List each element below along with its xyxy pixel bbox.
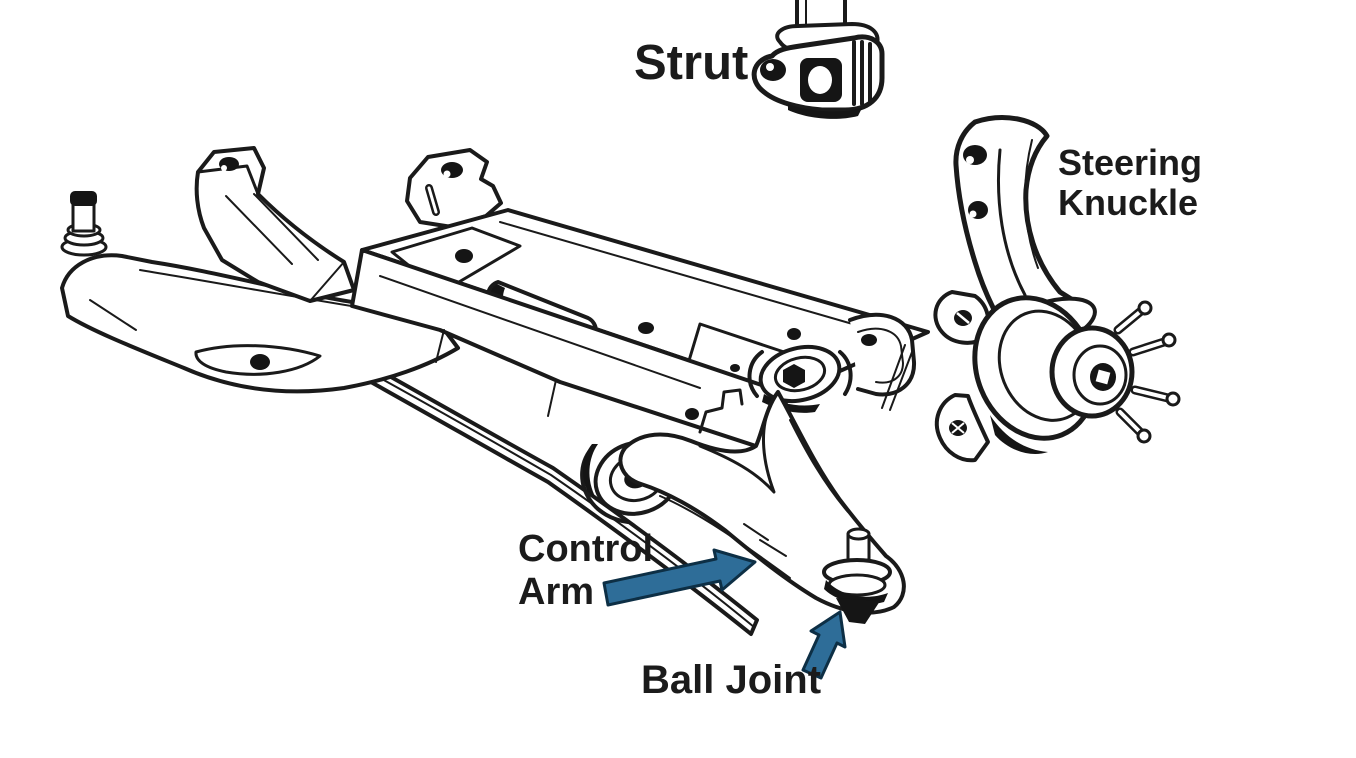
wheel-studs (1113, 300, 1181, 444)
strut-illustration (751, 0, 885, 119)
steering-knuckle-label-line1: Steering (1058, 142, 1203, 183)
strut-label-text: Strut (634, 36, 749, 90)
steering-knuckle-label-line2: Knuckle (1058, 182, 1199, 224)
control-arm-label-line1: Control (518, 528, 654, 570)
ball-joint-label-text: Ball Joint (641, 658, 822, 702)
left-control-arm-illustration (60, 191, 460, 394)
control-arm-label: Control Arm (518, 528, 653, 613)
ball-joint-illustration (822, 527, 892, 624)
ball-joint-arrow (801, 610, 847, 680)
control-arm-label-line2: Arm (518, 570, 595, 613)
control-arm-arrow (602, 548, 757, 607)
steering-knuckle-illustration (933, 115, 1181, 463)
strut-label: Strut (634, 36, 748, 91)
subframe-illustration (60, 146, 930, 636)
ball-joint-label: Ball Joint (641, 658, 821, 703)
steering-knuckle-label: Steering Knuckle (1058, 142, 1203, 224)
